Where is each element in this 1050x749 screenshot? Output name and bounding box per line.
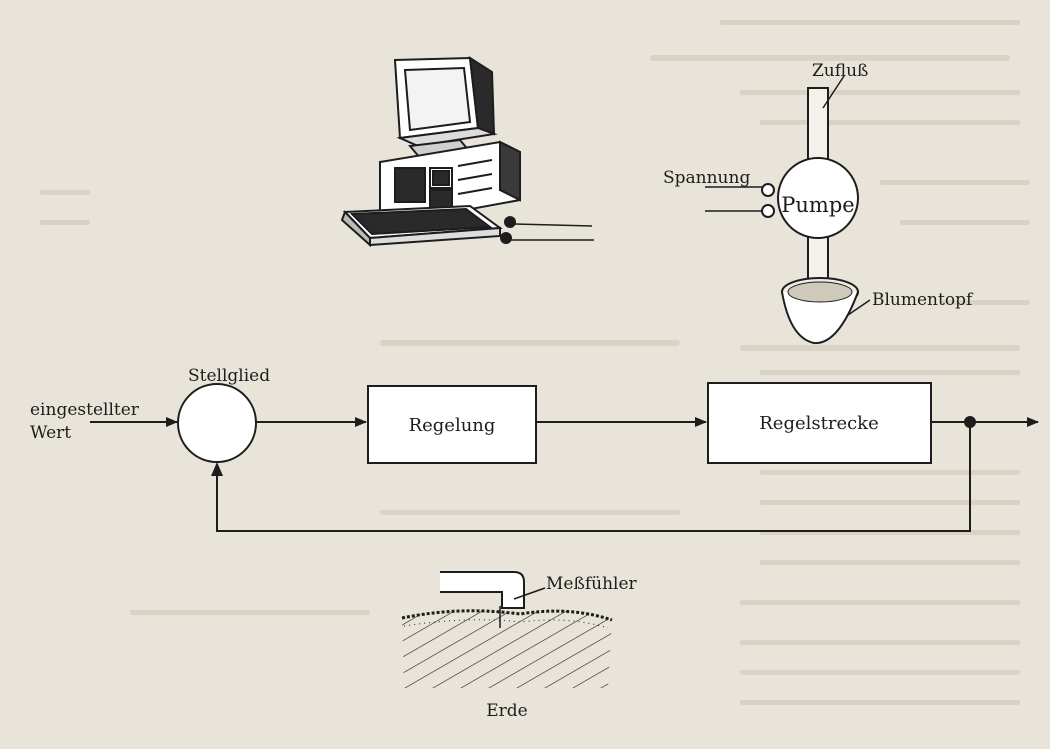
port-icon bbox=[504, 216, 516, 228]
port-icon bbox=[500, 232, 512, 244]
label-spannung: Spannung bbox=[663, 168, 750, 188]
label-eingestellter: eingestellter bbox=[30, 400, 140, 420]
system-unit-icon bbox=[379, 140, 521, 224]
label-pumpe: Pumpe bbox=[781, 193, 854, 217]
label-stellglied: Stellglied bbox=[188, 366, 270, 386]
soil-icon bbox=[401, 609, 613, 688]
label-zufluss: Zufluß bbox=[812, 61, 868, 81]
sensor-probe-icon bbox=[440, 571, 525, 609]
terminal-icon bbox=[761, 183, 775, 197]
computer-illustration bbox=[340, 56, 594, 248]
label-regelstrecke: Regelstrecke bbox=[759, 413, 879, 434]
stellglied-circle bbox=[177, 383, 257, 463]
regelung-block bbox=[367, 385, 537, 464]
label-erde: Erde bbox=[486, 701, 527, 721]
label-blumentopf: Blumentopf bbox=[872, 290, 974, 310]
monitor-icon bbox=[393, 56, 498, 160]
label-messfuehler: Meßfühler bbox=[546, 574, 638, 594]
inflow-pipe bbox=[807, 87, 829, 167]
feedback-path bbox=[216, 422, 971, 532]
pump-illustration bbox=[705, 75, 871, 345]
pump-circle bbox=[777, 157, 859, 239]
keyboard-icon bbox=[340, 204, 503, 248]
block-diagram bbox=[90, 382, 1039, 532]
terminal-icon bbox=[761, 204, 775, 218]
regelstrecke-block bbox=[707, 382, 932, 464]
label-regelung: Regelung bbox=[409, 415, 496, 436]
sensor-illustration bbox=[401, 571, 613, 688]
label-wert: Wert bbox=[30, 423, 71, 443]
flower-pot-icon bbox=[781, 277, 859, 345]
